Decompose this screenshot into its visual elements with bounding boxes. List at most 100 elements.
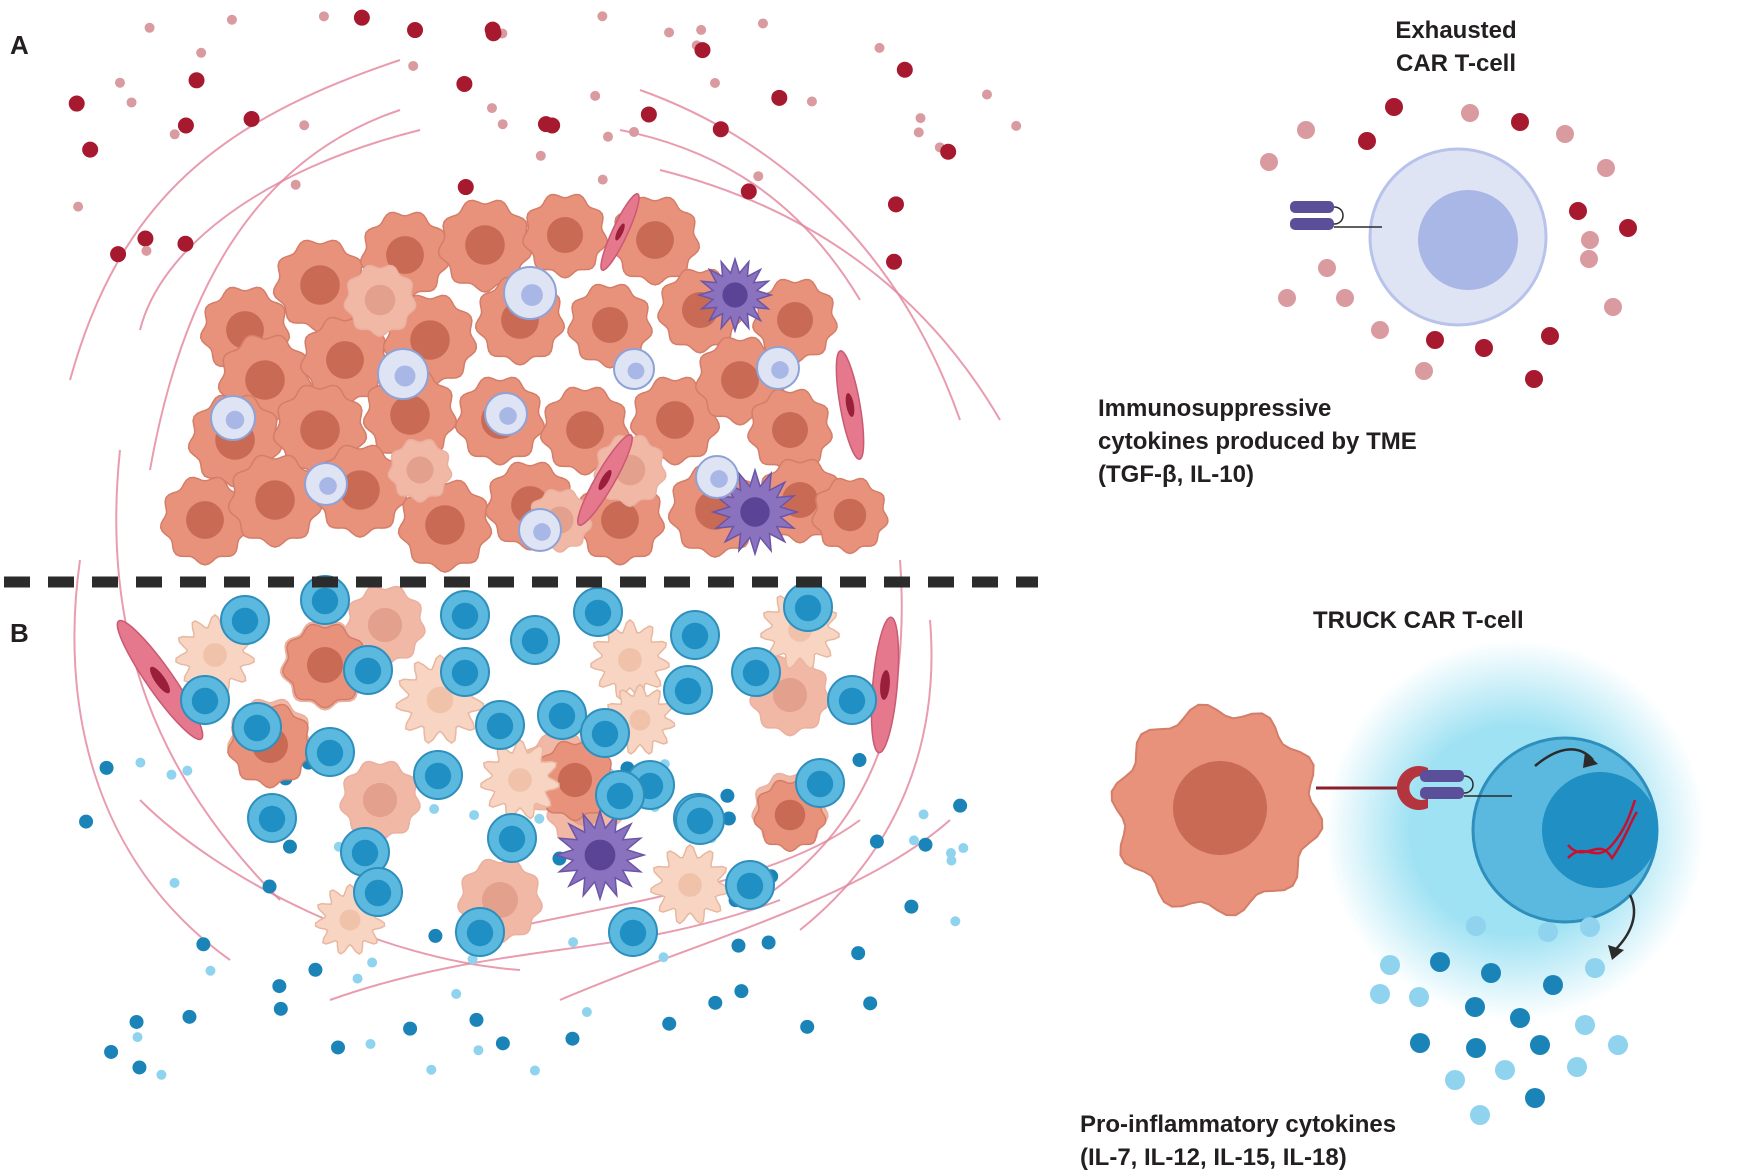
- active-car-t-cell: [663, 665, 713, 715]
- pro-inflammatory-cytokine-particle: [958, 843, 969, 854]
- suppressive-cytokine-particle: [177, 117, 194, 134]
- pro-inflammatory-cytokine-particle: [262, 879, 277, 894]
- suppressive-cytokine-particle: [709, 78, 720, 89]
- pro-inflammatory-cytokine: [1538, 922, 1558, 942]
- suppressive-cytokine-particle: [407, 22, 424, 39]
- pro-inflammatory-cytokine-particle: [104, 1044, 119, 1059]
- pro-inflammatory-cytokine-particle: [352, 973, 363, 984]
- suppressive-cytokine-particle: [196, 47, 207, 58]
- suppressive-cytokine: [1426, 331, 1444, 349]
- suppressive-cytokine-particle: [886, 253, 903, 270]
- suppressive-cytokine-particle: [757, 18, 768, 29]
- pro-inflammatory-cytokine-particle: [196, 937, 211, 952]
- suppressive-cytokine-particle: [82, 141, 99, 158]
- pro-inflammatory-cytokine-particle: [495, 1036, 510, 1051]
- tumor-cell: [629, 376, 721, 466]
- panel-label-b: B: [10, 618, 29, 648]
- fiber-4: [639, 89, 961, 421]
- suppressive-cytokine: [1619, 219, 1637, 237]
- pro-inflammatory-cytokine-particle: [945, 848, 956, 859]
- active-car-t-cell: [608, 907, 658, 957]
- suppressive-cytokine-particle: [696, 24, 707, 35]
- active-car-t-cell: [573, 587, 623, 637]
- fiber-3: [659, 169, 1001, 421]
- pro-inflammatory-cytokine-particle: [473, 1045, 484, 1056]
- fibroblast: [600, 193, 640, 271]
- pro-inflammatory-cytokine-particle: [135, 757, 146, 768]
- pro-inflammatory-cytokine: [1481, 963, 1501, 983]
- suppressive-cytokine-particle: [484, 21, 501, 38]
- suppressive-cytokine: [1511, 113, 1529, 131]
- active-car-t-cell: [725, 860, 775, 910]
- suppressive-cytokine-particle: [887, 196, 904, 213]
- schematic-cells: [1110, 98, 1705, 1125]
- active-car-t-cell: [353, 867, 403, 917]
- active-car-t-cell: [487, 813, 537, 863]
- pro-inflammatory-cytokine-particle: [365, 1038, 376, 1049]
- pro-inflammatory-cytokine-particle: [272, 979, 287, 994]
- pro-inflammatory-cytokine-particle: [467, 954, 478, 965]
- exhausted-t-cell: [304, 462, 348, 506]
- pro-inflammatory-cytokine-particle: [367, 957, 378, 968]
- fiber-2: [149, 109, 401, 471]
- suppressive-cytokine-particle: [694, 42, 711, 59]
- suppressive-cytokine: [1541, 327, 1559, 345]
- exhausted-t-cell: [518, 508, 562, 552]
- suppressive-cytokine-particle: [753, 171, 764, 182]
- active-car-t-cell: [731, 647, 781, 697]
- pro-inflammatory-cytokine-particle: [429, 804, 440, 815]
- pro-inflammatory-cytokine-particle: [166, 769, 177, 780]
- suppressive-cytokine-particle: [169, 129, 180, 140]
- suppressive-cytokine-particle: [68, 95, 85, 112]
- pro-inflammatory-cytokine-particle: [581, 1006, 592, 1017]
- suppressive-cytokine-particle: [874, 42, 885, 53]
- suppressive-cytokine: [1581, 231, 1599, 249]
- exhausted-car-t-cell: [1260, 98, 1637, 388]
- active-car-t-cell: [580, 708, 630, 758]
- suppressive-cytokine-particle: [177, 235, 194, 252]
- suppressive-cytokine-particle: [243, 111, 260, 128]
- tumor-cell: [339, 760, 421, 842]
- macrophage: [710, 467, 800, 557]
- pro-inflammatory-cytokine-particle: [426, 1064, 437, 1075]
- fiber-7: [139, 799, 521, 971]
- suppressive-cytokine: [1580, 250, 1598, 268]
- suppressive-cytokine: [1415, 362, 1433, 380]
- suppressive-cytokine: [1475, 339, 1493, 357]
- pro-inflammatory-cytokine-particle: [720, 788, 735, 803]
- suppressive-cytokine-particle: [73, 201, 84, 212]
- active-car-t-cell: [305, 727, 355, 777]
- pro-inflammatory-cytokine-particle: [731, 938, 746, 953]
- fibroblast: [870, 616, 900, 754]
- suppressive-cytokine-particle: [188, 72, 205, 89]
- suppressive-cytokine-particle: [913, 127, 924, 138]
- tumor-cell: [299, 316, 391, 406]
- exhausted-t-cell: [377, 348, 429, 400]
- pro-inflammatory-cytokine-particle: [946, 855, 957, 866]
- suppressive-cytokine: [1525, 370, 1543, 388]
- pro-inflammatory-cytokine: [1525, 1088, 1545, 1108]
- suppressive-cytokine-particle: [486, 103, 497, 114]
- pro-inflammatory-cytokine-particle: [851, 946, 866, 961]
- tumor-cell: [397, 479, 493, 573]
- pro-inflammatory-cytokine-particle: [132, 1060, 147, 1075]
- active-car-t-cell: [220, 595, 270, 645]
- pro-inflammatory-cytokine-particle: [169, 877, 180, 888]
- pro-inflammatory-cytokine-particle: [800, 1019, 815, 1034]
- suppressive-cytokine-particle: [597, 174, 608, 185]
- active-car-t-cell: [795, 758, 845, 808]
- pro-inflammatory-cytokine-particle: [568, 937, 579, 948]
- suppressive-cytokine: [1358, 132, 1376, 150]
- fiber-9: [329, 899, 781, 1001]
- active-car-t-cell: [675, 795, 725, 845]
- suppressive-cytokine: [1604, 298, 1622, 316]
- active-car-t-cell: [783, 582, 833, 632]
- tumor-cell: [567, 283, 653, 369]
- suppressive-cytokine-particle: [318, 11, 329, 22]
- suppressive-cytokine-particle: [457, 179, 474, 196]
- suppressive-cytokine-particle: [226, 14, 237, 25]
- pro-inflammatory-cytokine-particle: [534, 813, 545, 824]
- active-car-t-cell: [537, 690, 587, 740]
- tumor-cell: [522, 193, 608, 279]
- active-car-t-cell: [455, 907, 505, 957]
